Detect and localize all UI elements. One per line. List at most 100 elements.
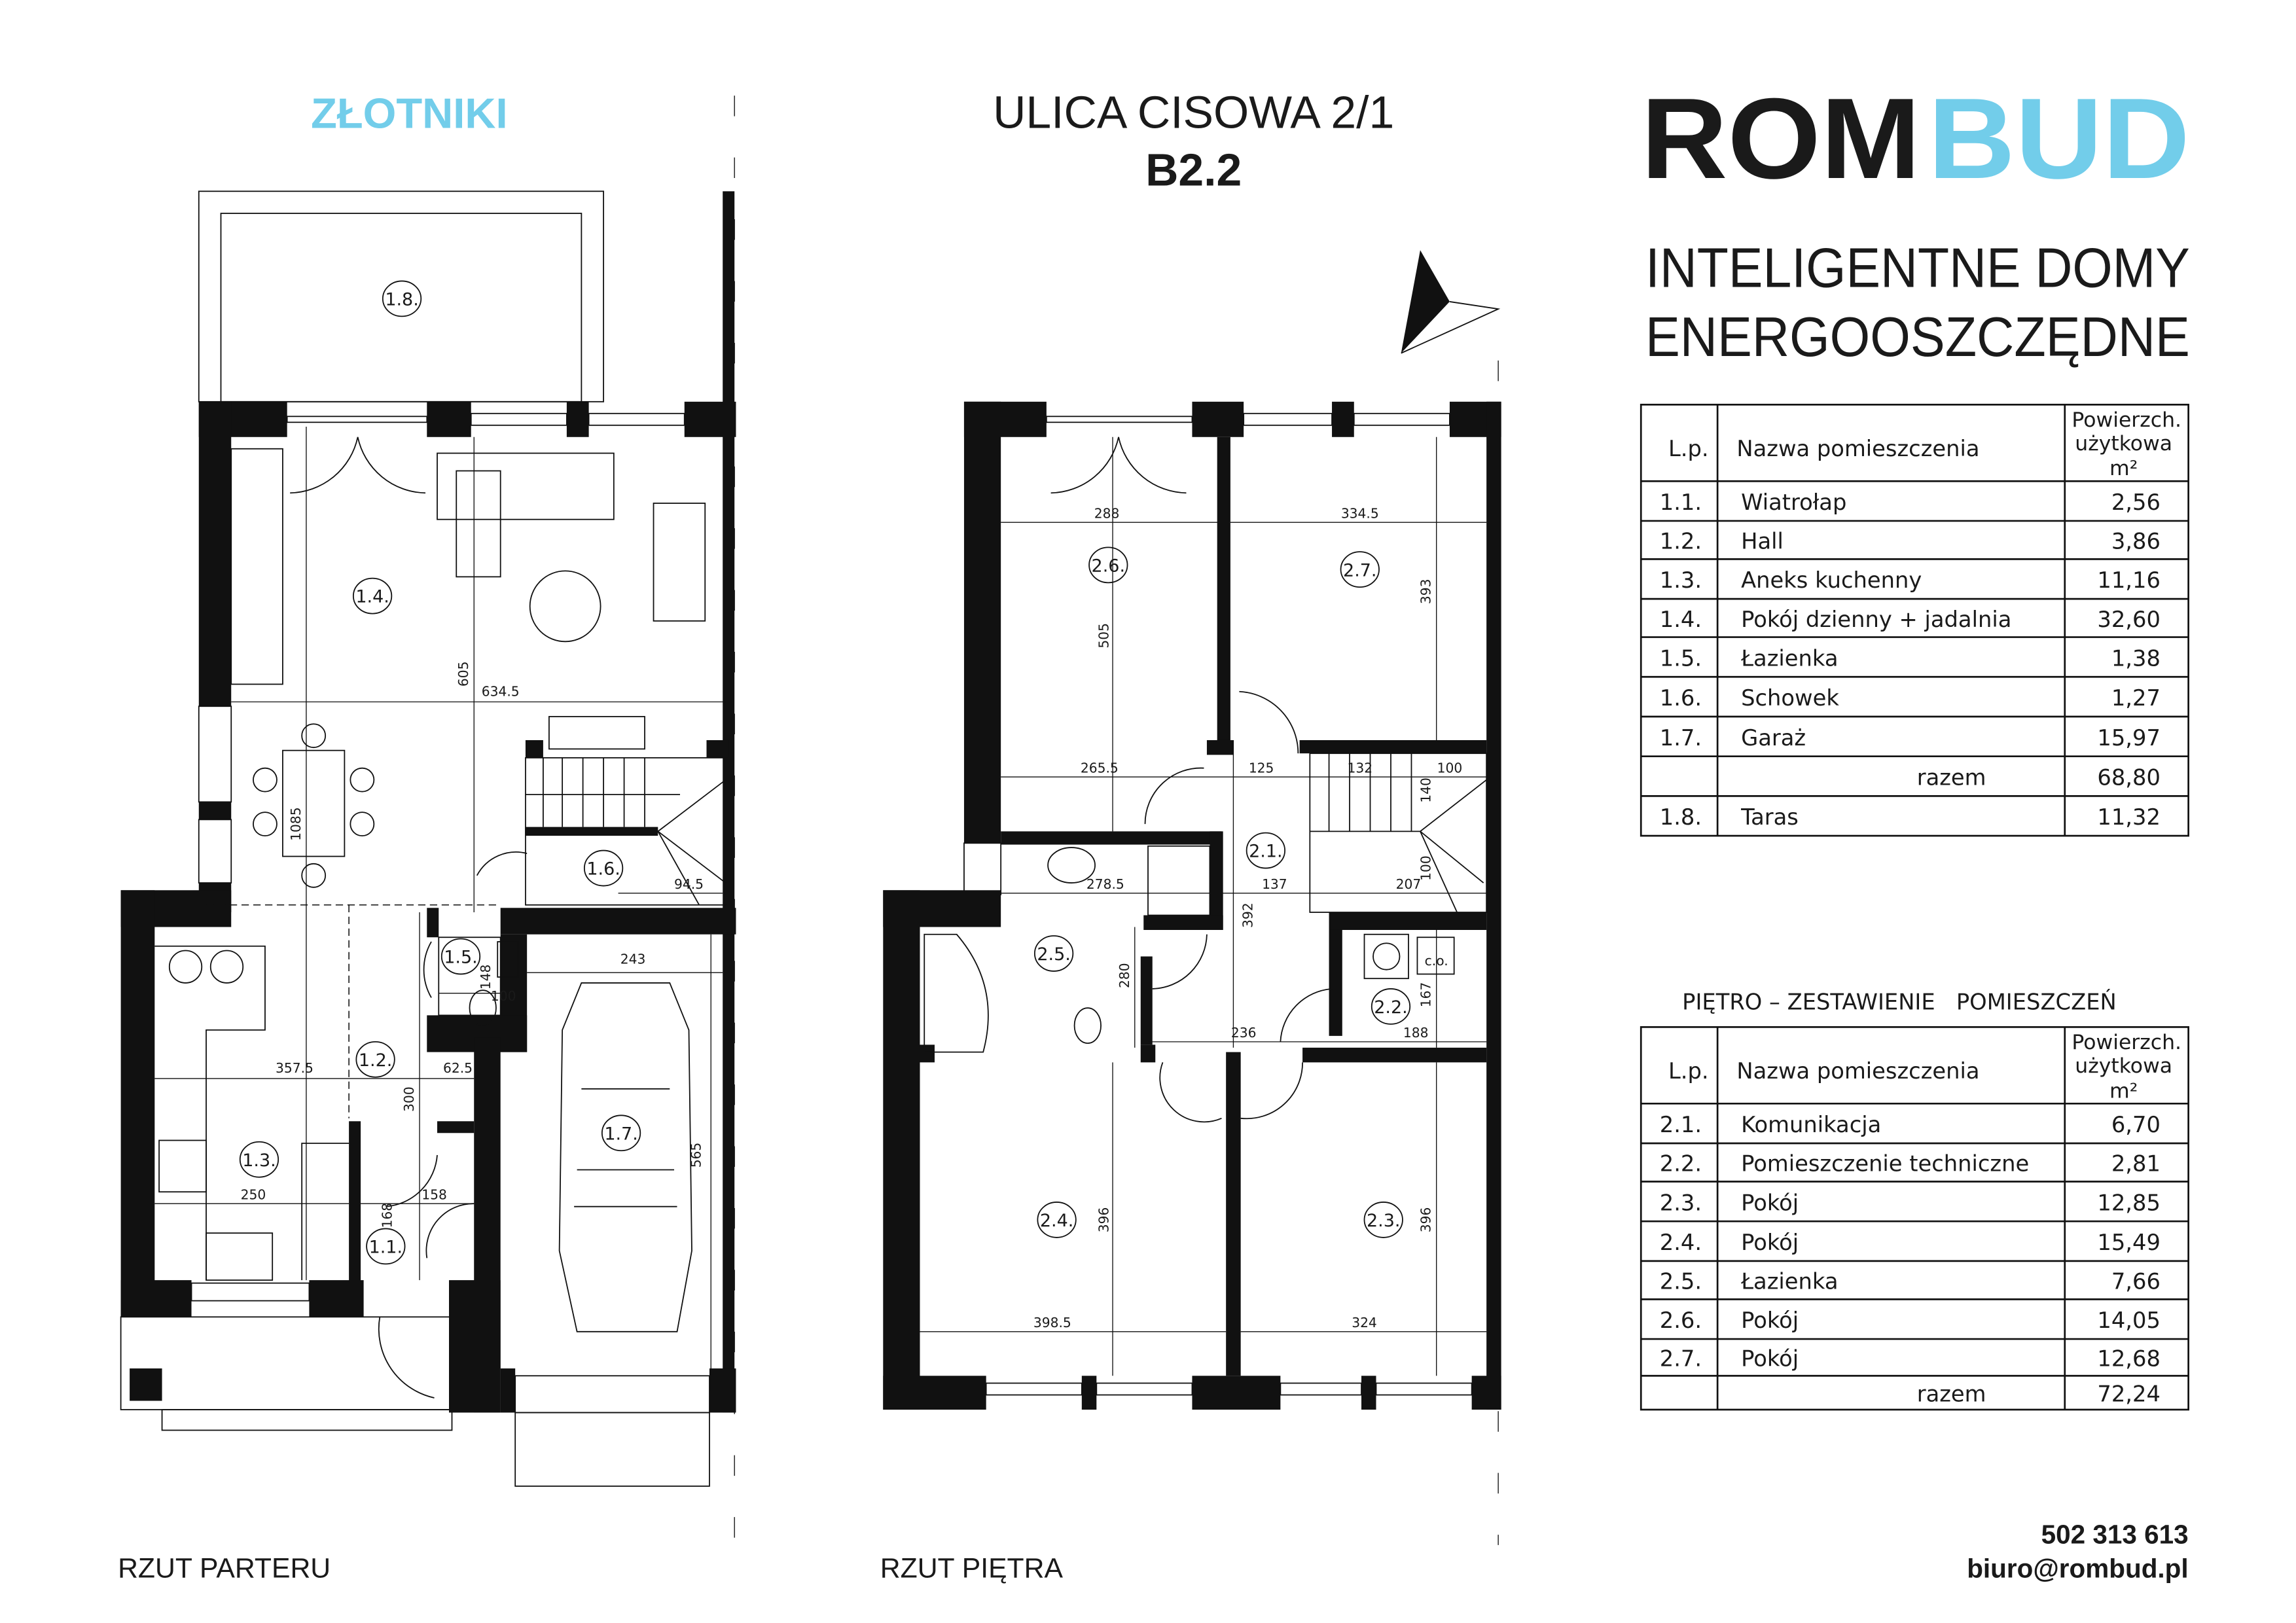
room-label: 1.7.: [601, 1115, 641, 1152]
row-lp: 1.8.: [1660, 804, 1702, 830]
window: [985, 1382, 1083, 1396]
boiler: [1363, 933, 1409, 980]
row-name: Pomieszczenie techniczne: [1741, 1151, 2029, 1177]
street-title: ULICA CISOWA 2/1: [993, 87, 1394, 138]
room-label-circle: [1371, 988, 1411, 1025]
row-area: 7,66: [2111, 1269, 2161, 1294]
row-area: 12,85: [2097, 1190, 2161, 1215]
header-lp: L.p.: [1668, 1058, 1709, 1084]
row-area: 32,60: [2097, 607, 2161, 632]
row-name: Łazienka: [1740, 1269, 1838, 1294]
room-number: 2.2.: [1374, 997, 1407, 1018]
row-name: Taras: [1740, 804, 1799, 830]
row-lp: 2.1.: [1660, 1112, 1702, 1137]
logo-rom: ROM: [1641, 75, 1920, 203]
upper-floor-room-table: L.p.Nazwa pomieszczeniaPowierzch.użytkow…: [1640, 1026, 2189, 1411]
row-lp: 1.7.: [1660, 725, 1702, 751]
cooktop: [158, 1139, 207, 1193]
dimension-label: 132: [1347, 760, 1372, 776]
doors: [290, 437, 528, 1399]
room-label: 2.2.: [1371, 988, 1411, 1025]
dimension-lines: [920, 437, 1487, 1376]
shower: [1147, 845, 1211, 916]
window: [1280, 1382, 1362, 1396]
tagline-line-2: ENERGOOSZCZĘDNE: [1645, 306, 2190, 368]
table-header: L.p.Nazwa pomieszczeniaPowierzch.użytkow…: [1668, 1031, 2181, 1103]
dimension-label: 100: [1418, 855, 1434, 881]
row-name: Pokój dzienny + jadalnia: [1741, 607, 2011, 632]
room-label-circle: [1340, 551, 1380, 588]
row-area: 72,24: [2097, 1382, 2161, 1407]
row-total-label: razem: [1917, 765, 1986, 791]
washbasin: [497, 941, 519, 978]
room-label-circle: [1033, 935, 1074, 972]
row-area: 15,97: [2097, 725, 2161, 751]
header-area: Powierzch.: [2072, 1031, 2181, 1054]
location-title: ZŁOTNIKI: [311, 90, 508, 137]
dimension-label: 605: [456, 661, 471, 687]
row-area: 1,38: [2111, 645, 2161, 671]
row-lp: 2.3.: [1660, 1190, 1702, 1215]
dimension-label: 398.5: [1033, 1315, 1071, 1330]
room-label: 1.6.: [583, 849, 624, 887]
dimension-label: 167: [1418, 982, 1434, 1008]
porch: [120, 1316, 453, 1410]
table-row: 1.8. Taras 11,32: [1660, 804, 2161, 830]
row-area: 14,05: [2097, 1308, 2161, 1333]
staircase: [525, 757, 726, 906]
rombud-logo: ROM BUD: [1641, 75, 2190, 203]
row-area: 11,32: [2097, 804, 2161, 830]
upper-floor-caption: RZUT PIĘTRA: [880, 1552, 1064, 1584]
doors: [1050, 437, 1333, 1123]
window: [470, 412, 567, 426]
dimension-label: 100: [1437, 760, 1463, 776]
upper-table-title: PIĘTRO – ZESTAWIENIE POMIESZCZEŃ: [1682, 988, 2117, 1014]
window: [190, 1282, 310, 1302]
dimension-label: 565: [688, 1143, 704, 1168]
room-number: 1.7.: [604, 1124, 637, 1144]
room-number: 2.4.: [1040, 1211, 1073, 1231]
dimension-label: 396: [1418, 1207, 1434, 1233]
table-header: L.p.Nazwa pomieszczeniaPowierzch.użytkow…: [1668, 408, 2181, 480]
header-area-unit: m²: [2109, 457, 2138, 480]
row-lp: 2.4.: [1660, 1230, 1702, 1255]
row-area: 15,49: [2097, 1230, 2161, 1255]
north-arrow-icon: [1401, 250, 1501, 354]
row-name: Hall: [1741, 529, 1784, 554]
room-label: 1.4.: [352, 577, 393, 615]
room-label-circle: [1246, 832, 1286, 869]
car-outline: [558, 982, 692, 1332]
dimension-label: 158: [422, 1186, 447, 1202]
row-area: 3,86: [2111, 529, 2161, 554]
dimension-label: 250: [241, 1186, 266, 1202]
furniture: [154, 448, 706, 1332]
dimension-label: 357.5: [276, 1060, 314, 1076]
dimension-label: 137: [1262, 876, 1287, 892]
room-number: 2.1.: [1249, 842, 1282, 862]
header-name: Nazwa pomieszczenia: [1736, 1058, 1979, 1084]
dimension-label: 265.5: [1081, 760, 1119, 776]
dimension-label: 188: [1403, 1025, 1429, 1041]
sofa: [437, 452, 615, 520]
tagline-line-1: INTELIGENTNE DOMY: [1645, 237, 2190, 299]
dimension-label: 1085: [288, 807, 304, 840]
row-area: 11,16: [2097, 567, 2161, 593]
coffee-table: [529, 570, 601, 643]
tv-unit: [548, 716, 645, 750]
row-name: Pokój: [1741, 1308, 1799, 1333]
logo-bud: BUD: [1928, 75, 2190, 203]
ground-floor-plan: 1.8.1.4.1.6.1.5.1.2.1.3.1.7.1.1. 634.560…: [120, 190, 736, 1487]
room-number: 1.1.: [369, 1238, 403, 1258]
ground-floor-caption: RZUT PARTERU: [118, 1552, 331, 1584]
row-name: Komunikacja: [1741, 1112, 1881, 1137]
room-number: 1.4.: [355, 587, 389, 607]
